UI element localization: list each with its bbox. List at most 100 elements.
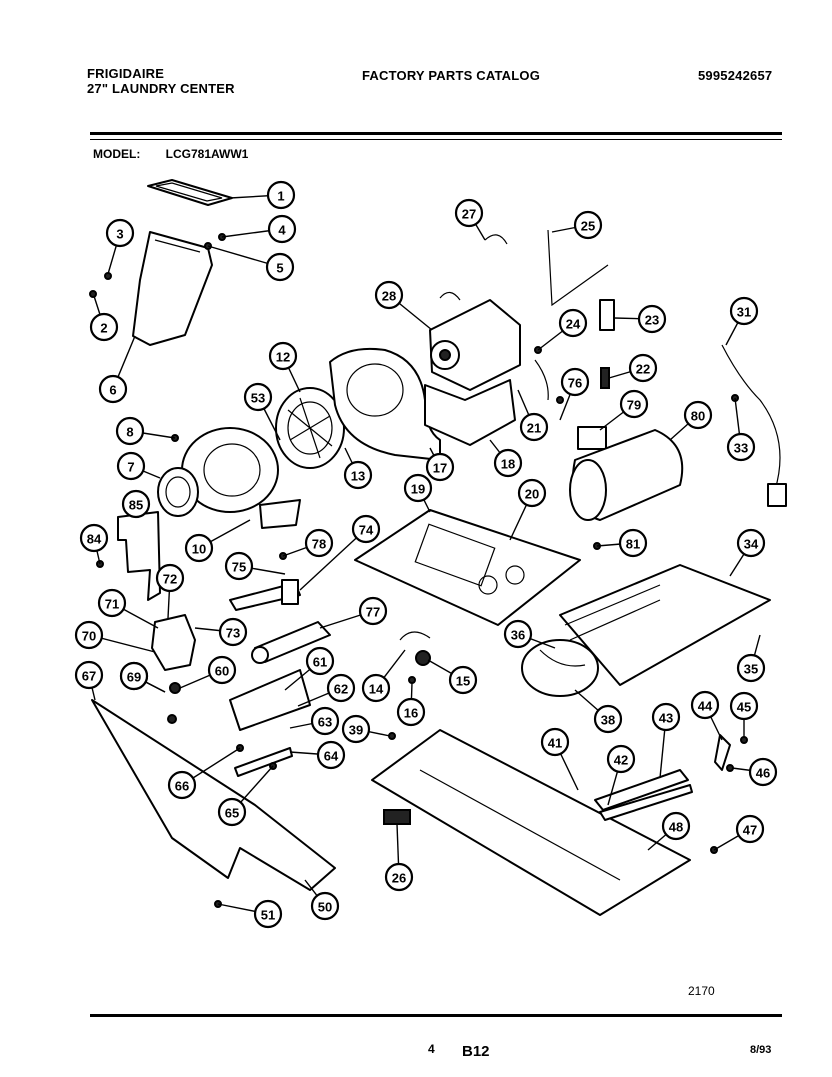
- catalog-title: FACTORY PARTS CATALOG: [362, 68, 541, 83]
- callout-33: 33: [726, 432, 756, 462]
- callout-circle-43: [651, 702, 681, 732]
- footer-rule: [90, 1014, 782, 1017]
- callout-label-64: 64: [324, 749, 339, 764]
- callout-1: 1: [266, 180, 296, 210]
- header-rule-thin: [90, 139, 782, 140]
- callout-label-45: 45: [737, 700, 751, 715]
- callout-18: 18: [493, 448, 523, 478]
- callout-label-26: 26: [392, 871, 406, 886]
- callout-label-79: 79: [627, 398, 641, 413]
- callout-6: 6: [98, 374, 128, 404]
- callout-label-1: 1: [277, 189, 284, 204]
- callout-label-20: 20: [525, 487, 539, 502]
- callout-circle-18: [493, 448, 523, 478]
- callout-20: 20: [517, 478, 547, 508]
- callout-circle-22: [628, 353, 658, 383]
- callout-38: 38: [593, 704, 623, 734]
- callout-label-41: 41: [548, 736, 562, 751]
- callout-circle-67: [74, 660, 104, 690]
- header-brand-block: FRIGIDAIRE 27" LAUNDRY CENTER: [87, 66, 235, 96]
- callout-62: 62: [326, 673, 356, 703]
- callout-circle-46: [748, 757, 778, 787]
- callout-label-60: 60: [215, 664, 229, 679]
- callout-label-8: 8: [126, 425, 133, 440]
- model-number: LCG781AWW1: [165, 147, 249, 161]
- model-label: MODEL:: [93, 147, 141, 161]
- callout-circle-10: [184, 533, 214, 563]
- callout-26: 26: [384, 862, 414, 892]
- callout-2: 2: [89, 312, 119, 342]
- callout-circle-51: [253, 899, 283, 929]
- callout-circle-15: [448, 665, 478, 695]
- callout-label-42: 42: [614, 753, 628, 768]
- callout-circle-77: [358, 596, 388, 626]
- callout-circle-19: [403, 473, 433, 503]
- callout-label-72: 72: [163, 572, 177, 587]
- callout-42: 42: [606, 744, 636, 774]
- callout-41: 41: [540, 727, 570, 757]
- callout-46: 46: [748, 757, 778, 787]
- callout-circle-8: [115, 416, 145, 446]
- callout-label-16: 16: [404, 706, 418, 721]
- callout-label-31: 31: [737, 305, 751, 320]
- callout-label-15: 15: [456, 674, 470, 689]
- callout-39: 39: [341, 714, 371, 744]
- callout-label-4: 4: [278, 223, 286, 238]
- callout-36: 36: [503, 619, 533, 649]
- callout-label-80: 80: [691, 409, 705, 424]
- callout-label-13: 13: [351, 469, 365, 484]
- callout-50: 50: [310, 891, 340, 921]
- callout-60: 60: [207, 655, 237, 685]
- callout-label-14: 14: [369, 682, 384, 697]
- callout-24: 24: [558, 308, 588, 338]
- callout-circle-84: [79, 523, 109, 553]
- callout-53: 53: [243, 382, 273, 412]
- page-number: 4: [428, 1042, 435, 1056]
- callout-circle-69: [119, 661, 149, 691]
- callout-circle-71: [97, 588, 127, 618]
- callout-circle-33: [726, 432, 756, 462]
- callout-circle-6: [98, 374, 128, 404]
- callout-75: 75: [224, 551, 254, 581]
- callout-circle-38: [593, 704, 623, 734]
- header-rule-thick: [90, 132, 782, 135]
- callout-51: 51: [253, 899, 283, 929]
- callout-label-22: 22: [636, 362, 650, 377]
- callout-label-69: 69: [127, 670, 141, 685]
- section-code: B12: [462, 1043, 490, 1060]
- callout-label-5: 5: [276, 261, 283, 276]
- callout-78: 78: [304, 528, 334, 558]
- callout-label-61: 61: [313, 655, 327, 670]
- callout-71: 71: [97, 588, 127, 618]
- callout-48: 48: [661, 811, 691, 841]
- callout-circle-4: [267, 214, 297, 244]
- callout-27: 27: [454, 198, 484, 228]
- callout-label-51: 51: [261, 908, 275, 923]
- callout-label-74: 74: [359, 523, 374, 538]
- catalog-number: 5995242657: [698, 68, 773, 83]
- callout-label-78: 78: [312, 537, 326, 552]
- callout-label-62: 62: [334, 682, 348, 697]
- callout-80: 80: [683, 400, 713, 430]
- callout-label-24: 24: [566, 317, 581, 332]
- callout-circle-28: [374, 280, 404, 310]
- callout-circle-34: [736, 528, 766, 558]
- callout-43: 43: [651, 702, 681, 732]
- callout-34: 34: [736, 528, 766, 558]
- callout-circle-17: [425, 452, 455, 482]
- callout-label-34: 34: [744, 537, 759, 552]
- callout-circle-39: [341, 714, 371, 744]
- callout-44: 44: [690, 690, 720, 720]
- callout-label-53: 53: [251, 391, 265, 406]
- callout-circle-27: [454, 198, 484, 228]
- callout-label-21: 21: [527, 421, 541, 436]
- callout-73: 73: [218, 617, 248, 647]
- callout-70: 70: [74, 620, 104, 650]
- callout-13: 13: [343, 460, 373, 490]
- callout-circle-62: [326, 673, 356, 703]
- callout-19: 19: [403, 473, 433, 503]
- callout-label-36: 36: [511, 628, 525, 643]
- callout-label-28: 28: [382, 289, 396, 304]
- callout-label-71: 71: [105, 597, 119, 612]
